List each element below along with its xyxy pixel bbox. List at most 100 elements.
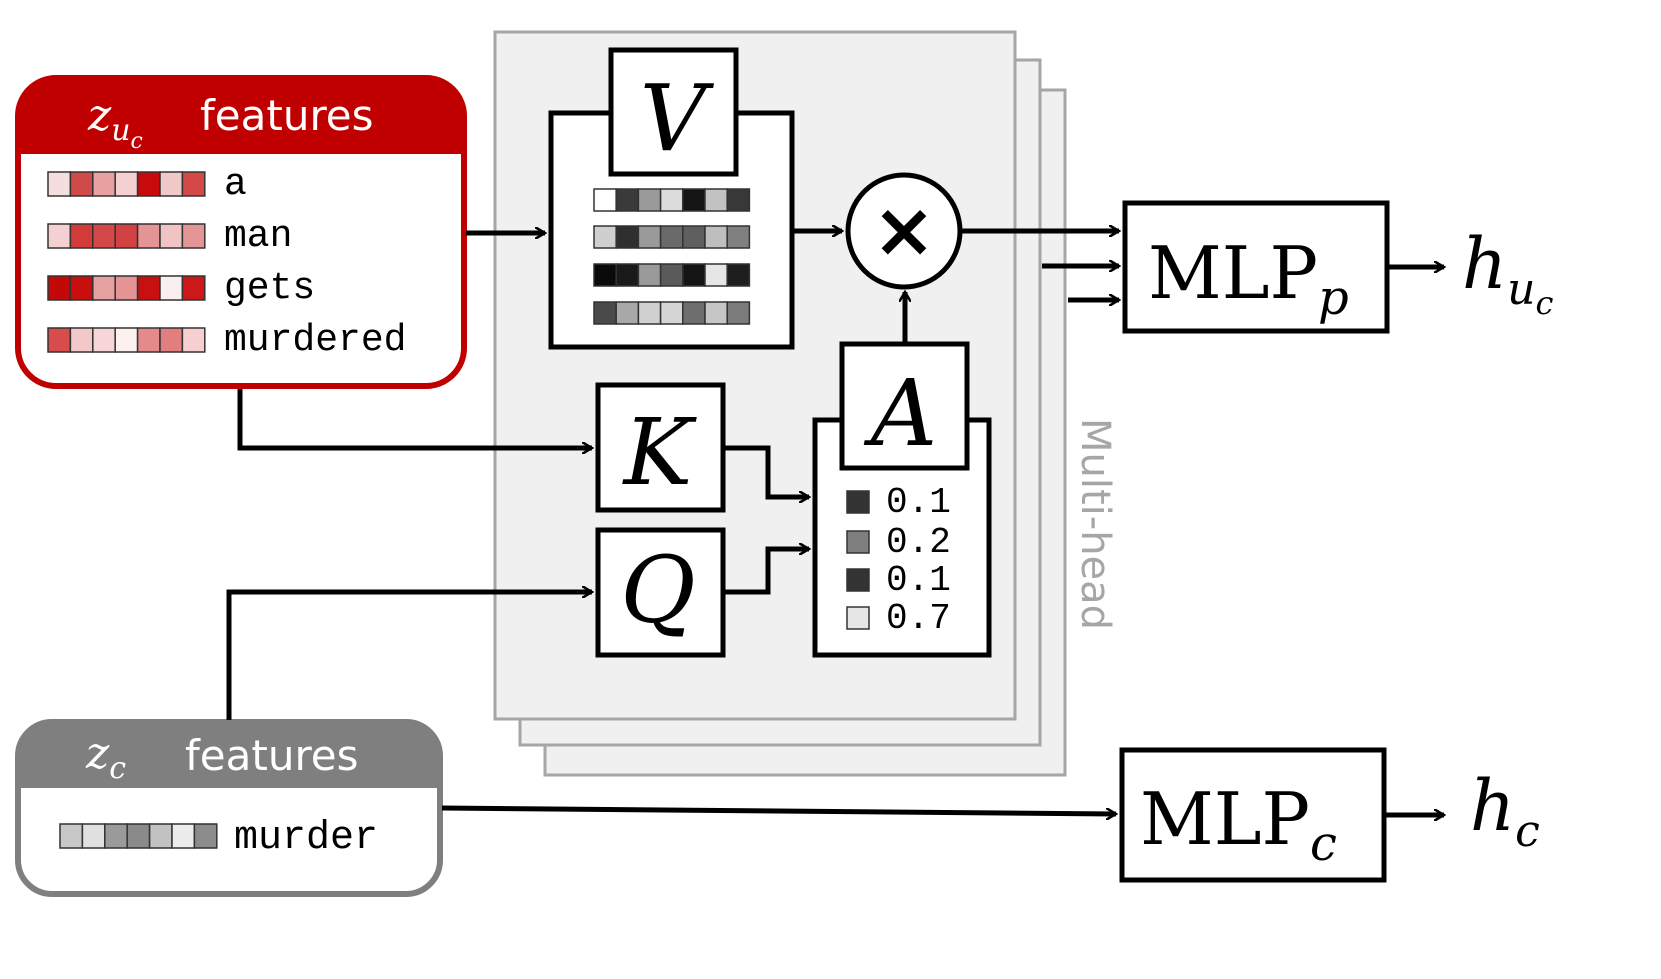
mlp-c-box [1119, 747, 1387, 883]
attention-weight-value: 0.1 [886, 482, 951, 523]
zc-token-embedding-cell [148, 823, 173, 849]
zuc-token-embedding-cell [159, 327, 184, 353]
key-block: K [595, 382, 726, 513]
zuc-token-embedding-cell [181, 275, 206, 301]
value-vector-cell [704, 301, 728, 325]
zuc-token-embedding-cell [114, 171, 139, 197]
mlp-c-block: MLPc [1119, 747, 1387, 883]
value-vector-cell [637, 263, 662, 287]
zuc-symbol: zuc [87, 90, 143, 154]
value-vector-cell [615, 188, 640, 212]
zc-token-embedding-cell [193, 823, 218, 849]
value-vector-cell [726, 301, 751, 325]
zuc-token-embedding-cell [181, 171, 206, 197]
value-matrix-rows [593, 188, 751, 325]
zuc-token-word: man [224, 215, 292, 258]
mlp-p-block: MLPp [1122, 200, 1390, 334]
query-block: Q [595, 527, 726, 658]
zc-token-embedding-cell [104, 823, 128, 849]
value-vector-cell [637, 301, 662, 325]
value-vector-cell [637, 188, 662, 212]
value-vector-cell [593, 188, 617, 212]
zuc-token-word: murdered [224, 319, 406, 362]
value-vector-cell [704, 225, 728, 249]
attention-weight-value: 0.7 [886, 598, 951, 639]
zuc-token-embedding-cell [114, 223, 139, 249]
multihead-label: Multi-head [1072, 418, 1118, 630]
value-vector-cell [593, 225, 617, 249]
attention-weight-swatch [846, 606, 870, 630]
multiply-symbol: × [872, 185, 936, 274]
connector-arrows [226, 231, 1444, 815]
zc-token-word: murder [234, 816, 378, 861]
zuc-token-embedding-cell [47, 275, 72, 301]
value-vector-cell [593, 263, 617, 287]
zc-token-embedding-cell [126, 823, 151, 849]
arrow-zc-to-mlp-c [441, 805, 1116, 814]
value-vector-cell [659, 263, 684, 287]
zuc-features-label: features [200, 91, 374, 140]
zuc-token-embedding-cell [159, 223, 184, 249]
multiply-circle [845, 172, 963, 290]
zuc-token-embedding-cell [114, 275, 139, 301]
value-vector-cell [659, 225, 684, 249]
zuc-token-embedding-cell [92, 171, 116, 197]
value-vector-cell [682, 225, 706, 249]
value-vector-cell [726, 188, 751, 212]
attention-weight-value: 0.1 [886, 560, 951, 601]
attention-label-box [839, 341, 970, 471]
zuc-token-embedding-cell [136, 275, 161, 301]
value-vector-cell [682, 263, 706, 287]
zuc-token-word: a [224, 163, 247, 206]
zuc-token-embedding-cell [47, 171, 72, 197]
attention-block: A 0.10.20.10.7 [812, 341, 992, 658]
arrow-query-to-attention [725, 549, 809, 595]
query-box [595, 527, 726, 658]
output-h-c: hc [1470, 765, 1540, 857]
output-h-uc: huc [1462, 223, 1553, 322]
query-label: Q [620, 537, 695, 644]
attention-weight-value: 0.2 [886, 522, 951, 563]
value-label-box [608, 47, 739, 177]
value-vector-cell [615, 263, 640, 287]
value-vector-cell [637, 225, 662, 249]
key-box [595, 382, 726, 513]
arrow-zc-to-query [226, 592, 592, 720]
zuc-token-embedding-cell [92, 275, 116, 301]
attention-weight-swatch [846, 530, 870, 554]
value-vector-cell [659, 188, 684, 212]
zuc-token-embedding-cell [69, 327, 94, 353]
value-label: V [640, 65, 715, 172]
value-vector-cell [593, 301, 617, 325]
attention-weight-swatch [846, 568, 870, 592]
zuc-token-embedding-cell [136, 223, 161, 249]
zuc-token-embedding-cell [136, 327, 161, 353]
zuc-token-embedding-cell [181, 327, 206, 353]
zc-features-box: zc features murder [15, 719, 443, 897]
zuc-box-header [18, 78, 464, 154]
attention-weight-swatch [846, 490, 870, 514]
zuc-token-embedding-cell [47, 327, 72, 353]
value-vector-cell [726, 263, 751, 287]
value-vector-cell [704, 188, 728, 212]
zc-token-rows: murder [59, 816, 378, 861]
value-block: V [548, 47, 795, 350]
zc-features-label: features [185, 731, 359, 780]
value-vector-cell [682, 301, 706, 325]
zuc-token-embedding-cell [114, 327, 139, 353]
zuc-token-embedding-cell [92, 327, 116, 353]
key-label: K [622, 399, 698, 506]
mlp-p-box [1122, 200, 1390, 334]
value-vector-cell [615, 301, 640, 325]
zc-token-embedding-cell [171, 823, 196, 849]
arrow-key-to-attention [725, 445, 809, 497]
mlp-c-label: MLPc [1140, 777, 1337, 872]
value-vector-cell [615, 225, 640, 249]
zc-token-embedding-cell [59, 823, 84, 849]
zuc-token-embedding-cell [159, 171, 184, 197]
value-vector-cell [682, 188, 706, 212]
zc-box-header [18, 722, 440, 788]
